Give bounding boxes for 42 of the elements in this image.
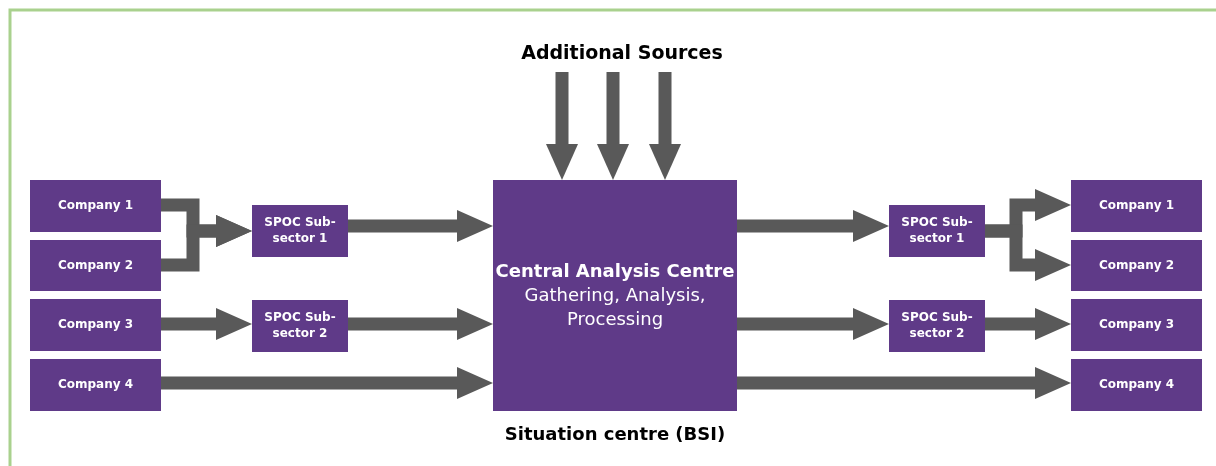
arrow <box>161 367 493 399</box>
arrow <box>737 367 1071 399</box>
box-label: SPOC Sub-sector 1 <box>900 215 974 247</box>
process-box <box>252 205 348 257</box>
box-label: Company 3 <box>57 317 134 333</box>
process-box <box>1071 299 1202 351</box>
process-box <box>1071 180 1202 232</box>
box-label: Company 2 <box>1098 257 1175 274</box>
box-subtitle: Gathering, Analysis, Processing <box>523 283 707 331</box>
process-box <box>1071 359 1202 411</box>
node-caption: Situation centre (BSI) <box>504 423 726 444</box>
box-label: Company 3 <box>1098 317 1175 333</box>
source-label: Additional Sources <box>505 38 739 66</box>
arrow <box>348 308 493 340</box>
box-label: Company 4 <box>57 377 134 393</box>
arrow <box>649 72 681 180</box>
box-label: Company 1 <box>1098 198 1175 214</box>
arrow <box>737 210 889 242</box>
process-box <box>30 299 161 351</box>
arrow <box>985 308 1071 340</box>
box-title: Central Analysis Centre <box>495 260 735 282</box>
process-box <box>252 300 348 352</box>
central-box <box>493 180 737 411</box>
box-label: Company 4 <box>1098 377 1175 393</box>
process-box <box>889 300 985 352</box>
arrow <box>348 210 493 242</box>
process-box <box>30 240 161 291</box>
box-label: SPOC Sub-sector 2 <box>900 310 974 342</box>
process-box <box>30 359 161 411</box>
box-label: SPOC Sub-sector 1 <box>263 215 337 247</box>
arrow <box>597 72 629 180</box>
process-box <box>889 205 985 257</box>
arrow <box>737 308 889 340</box>
box-label: Company 1 <box>57 198 134 214</box>
process-box <box>30 180 161 232</box>
box-label: Company 2 <box>57 257 134 274</box>
process-box <box>1071 240 1202 291</box>
arrow <box>161 215 252 272</box>
arrow <box>546 72 578 180</box>
box-label: SPOC Sub-sector 2 <box>263 310 337 342</box>
arrow <box>161 308 252 340</box>
arrow <box>985 224 1071 281</box>
